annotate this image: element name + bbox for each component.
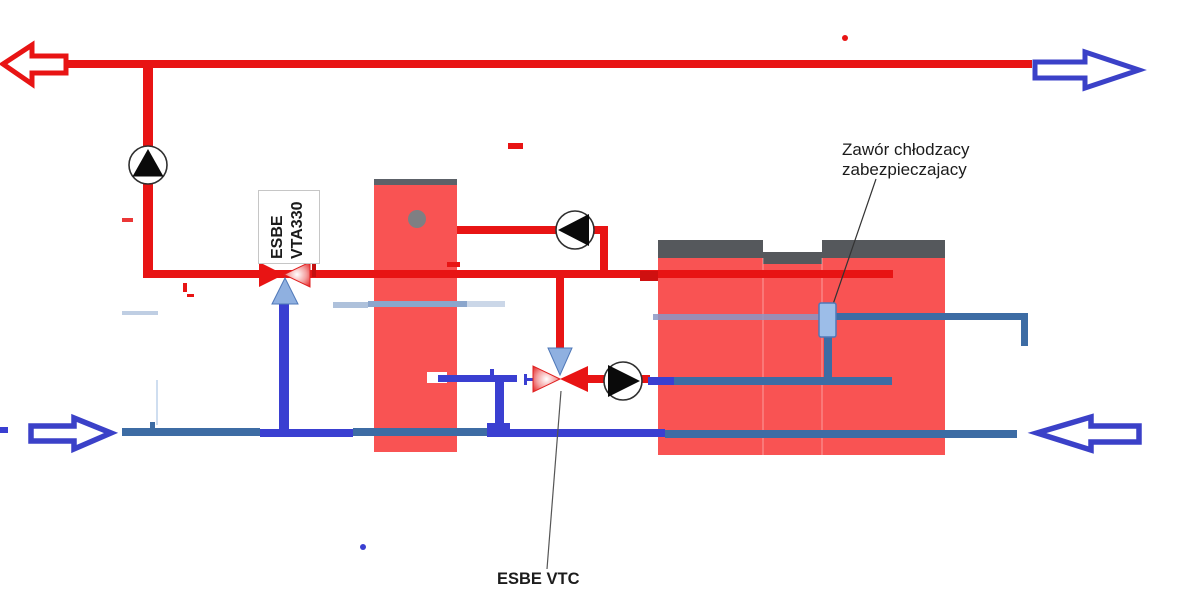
cooling-valve-label: Zawór chłodzacy zabezpieczajacy bbox=[842, 140, 970, 179]
return-bright-segment bbox=[260, 429, 353, 437]
boiler-branch-horizontal bbox=[457, 226, 608, 234]
return-pipe-tick bbox=[150, 422, 155, 429]
vta330-label: ESBE VTA330 bbox=[268, 193, 308, 259]
vta330-label-line2: VTA330 bbox=[289, 201, 306, 259]
pump-outlet-stub bbox=[648, 377, 674, 385]
buffer-tank-lid-right bbox=[822, 240, 945, 258]
vta330-label-line1: ESBE bbox=[269, 215, 286, 259]
return-pipe-bottom-right bbox=[665, 430, 1017, 438]
tank-mid-pipe-corner bbox=[1021, 313, 1028, 346]
cooling-valve-icon bbox=[818, 302, 837, 338]
tank-mid-pipe-left bbox=[653, 314, 823, 320]
pump-icon bbox=[603, 361, 643, 401]
blue-dot-artifact bbox=[360, 544, 366, 550]
return-bright-segment bbox=[488, 429, 665, 437]
boiler-branch-vertical bbox=[600, 228, 608, 274]
flow-arrow-right-icon bbox=[1032, 48, 1147, 92]
supply-pipe-mid bbox=[143, 270, 893, 278]
mixing-valve-vtc-icon bbox=[532, 347, 588, 393]
leader-line-cooling-valve bbox=[828, 178, 877, 317]
buffer-tank-lid-left bbox=[658, 240, 763, 258]
red-mark-artifact bbox=[187, 294, 194, 297]
supply-pipe-top bbox=[64, 60, 1032, 68]
red-dash-artifact bbox=[122, 218, 133, 222]
pipe-junction-block bbox=[487, 423, 510, 437]
pump-icon bbox=[128, 145, 168, 185]
cooling-valve-label-line2: zabezpieczajacy bbox=[842, 159, 967, 179]
flow-arrow-left-icon bbox=[1027, 413, 1142, 454]
return-pipe-bottom-left bbox=[122, 428, 260, 436]
red-mark-artifact bbox=[183, 283, 187, 292]
faint-vertical-segment bbox=[156, 380, 158, 425]
leader-line-vtc bbox=[546, 390, 562, 570]
faint-pipe-segment bbox=[122, 311, 158, 315]
vta-cold-downpipe bbox=[279, 298, 289, 437]
vtc-label: ESBE VTC bbox=[497, 570, 580, 588]
white-patch bbox=[427, 372, 447, 383]
red-dash-artifact bbox=[508, 143, 523, 149]
vtc-cold-tick bbox=[490, 369, 494, 376]
buffer-tank-seam bbox=[821, 258, 823, 455]
buffer-tank-seam bbox=[762, 258, 764, 455]
tank-mid-pipe-right bbox=[835, 313, 1028, 320]
tank-entry-stub bbox=[640, 271, 658, 281]
vtc-riser bbox=[556, 276, 564, 350]
vtc-cold-vertical bbox=[495, 379, 504, 431]
boiler-cross-pipe-ext bbox=[467, 301, 505, 307]
cooling-valve-label-line1: Zawór chłodzacy bbox=[842, 140, 970, 159]
mixing-valve-vta330-icon bbox=[259, 261, 316, 305]
faint-pipe-segment bbox=[333, 302, 368, 308]
vtc-t-mark bbox=[524, 378, 533, 381]
buffer-tank-body bbox=[658, 257, 945, 455]
cooling-valve-drop-pipe bbox=[824, 335, 832, 381]
buffer-tank-lid-notch bbox=[763, 252, 822, 264]
tank-lower-pipe bbox=[672, 377, 892, 385]
pump-icon bbox=[555, 210, 595, 250]
boiler-top-strip bbox=[374, 179, 457, 185]
boiler-cross-pipe bbox=[368, 301, 467, 307]
red-dot-artifact bbox=[842, 35, 848, 41]
boiler-port-circle bbox=[408, 210, 426, 228]
red-dash-artifact bbox=[447, 262, 460, 267]
vtc-cold-horizontal bbox=[438, 375, 517, 382]
vta330-label-box bbox=[258, 190, 320, 264]
return-pipe-bottom-mid bbox=[353, 428, 488, 436]
flow-arrow-right-icon bbox=[28, 413, 119, 454]
flow-arrow-left-icon bbox=[0, 40, 69, 89]
edge-dash bbox=[0, 427, 8, 433]
